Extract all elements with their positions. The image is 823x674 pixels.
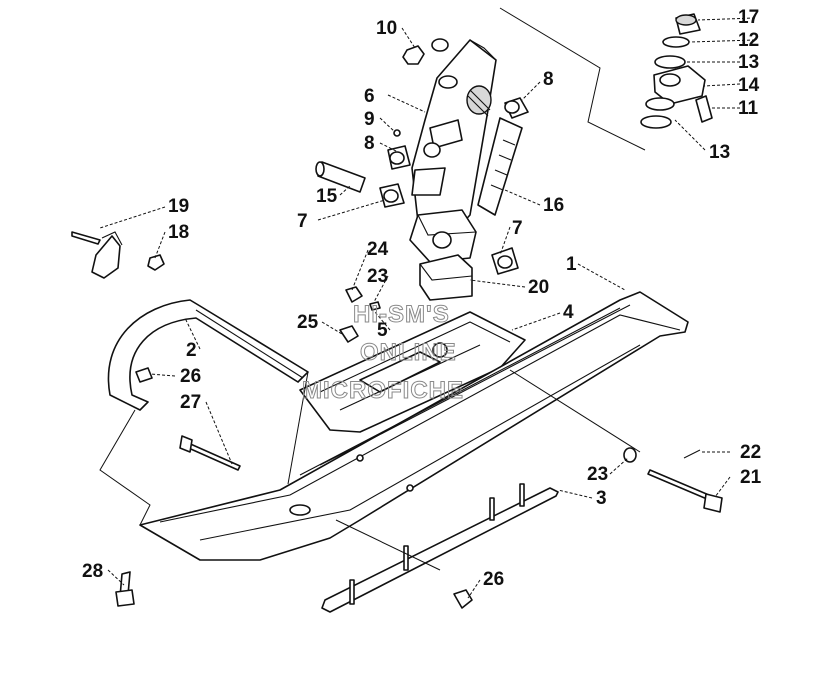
screw-28-part — [115, 571, 135, 607]
saddle-part — [339, 254, 473, 343]
callout-label: 10 — [376, 18, 397, 39]
callout-label: 26 — [483, 569, 504, 590]
callout-label: 19 — [168, 196, 189, 217]
callout-label: 14 — [738, 75, 760, 96]
callout-label: 20 — [528, 277, 549, 298]
callout-label: 22 — [740, 442, 761, 463]
callout-label: 26 — [180, 366, 201, 387]
watermark-line1: HI-SM'S — [353, 301, 450, 328]
callout-label: 9 — [364, 109, 375, 130]
callout-label: 16 — [543, 195, 564, 216]
callout-label: 15 — [316, 186, 338, 207]
callout-label: 5 — [377, 320, 388, 341]
nut-10-part — [402, 38, 449, 65]
callout-label: 25 — [297, 312, 319, 333]
callout-label: 12 — [738, 30, 759, 51]
callout-label: 11 — [738, 98, 759, 119]
bolt-21-part — [623, 447, 723, 513]
spindle-lower-block — [409, 209, 477, 263]
bushing-parts — [315, 97, 529, 275]
callout-label: 2 — [186, 340, 197, 361]
callout-label: 3 — [596, 488, 607, 509]
callout-label: 8 — [543, 69, 554, 90]
assembly-lines — [99, 7, 646, 571]
callout-labels: 10 6 9 8 8 15 7 16 7 17 12 13 14 11 13 1… — [82, 7, 762, 590]
callout-label: 21 — [740, 467, 762, 488]
ski-body-part — [139, 291, 689, 561]
callout-label: 23 — [367, 266, 388, 287]
callout-label: 6 — [364, 86, 375, 107]
callout-label: 7 — [512, 218, 523, 239]
callout-label: 28 — [82, 561, 103, 582]
ski-loop-part — [107, 299, 309, 411]
leader-lines — [99, 17, 756, 599]
callout-label: 18 — [168, 222, 189, 243]
steering-arm-part — [640, 13, 713, 129]
callout-label: 1 — [566, 254, 577, 275]
callout-label: 17 — [738, 7, 759, 28]
callout-label: 23 — [587, 464, 608, 485]
bolt-27-part — [179, 435, 241, 471]
watermark: HI-SM'S ONLINE MICROFICHE — [302, 301, 464, 405]
callout-label: 8 — [364, 133, 375, 154]
spindle-part — [411, 39, 497, 229]
decal-part — [477, 117, 523, 216]
wear-bar-part — [321, 483, 559, 613]
bracket-part — [71, 231, 165, 279]
callout-label: 7 — [297, 211, 308, 232]
watermark-line3: MICROFICHE — [302, 377, 464, 404]
callout-label: 24 — [367, 239, 389, 260]
callout-label: 13 — [709, 142, 730, 163]
watermark-line2: ONLINE — [360, 339, 457, 366]
callout-label: 27 — [180, 392, 201, 413]
callout-label: 13 — [738, 52, 759, 73]
callout-label: 4 — [563, 302, 574, 323]
